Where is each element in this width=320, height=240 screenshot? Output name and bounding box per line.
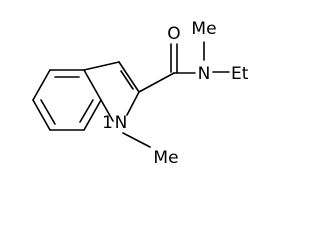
carboxamide-group bbox=[138, 41, 230, 93]
benzene-ring bbox=[32, 69, 102, 131]
methyl-label-amide: Me bbox=[191, 19, 216, 39]
carbonyl-oxygen-label: O bbox=[167, 24, 180, 44]
bond-benzene-3 bbox=[83, 99, 102, 131]
pyrrole-ring bbox=[83, 61, 140, 122]
bond-n1-methyl bbox=[122, 132, 151, 148]
bond-c3-c2 bbox=[118, 61, 140, 93]
bond-c2-n1 bbox=[126, 91, 140, 116]
ring-nitrogen-label: N bbox=[115, 113, 128, 133]
bond-benzene-5 bbox=[32, 99, 51, 131]
amide-nitrogen-label: N bbox=[198, 64, 211, 84]
ethyl-label: Et bbox=[231, 64, 249, 84]
bond-n1-c7a bbox=[100, 99, 114, 122]
molecule-svg: O Me N Et 1 N Me bbox=[32, 19, 249, 168]
bond-c3-c2-double bbox=[120, 70, 134, 90]
bond-benzene-inner-right bbox=[79, 99, 94, 123]
ring-nitrogen-number: 1 bbox=[102, 113, 113, 133]
bond-c3a-c3 bbox=[83, 61, 120, 71]
methyl-label-ring: Me bbox=[153, 148, 178, 168]
molecule-diagram: O Me N Et 1 N Me bbox=[32, 19, 249, 168]
bond-benzene-6 bbox=[32, 69, 51, 101]
bond-benzene-2 bbox=[83, 69, 102, 101]
bond-benzene-inner-left bbox=[40, 99, 56, 125]
bond-c2-carbonyl bbox=[138, 72, 175, 93]
